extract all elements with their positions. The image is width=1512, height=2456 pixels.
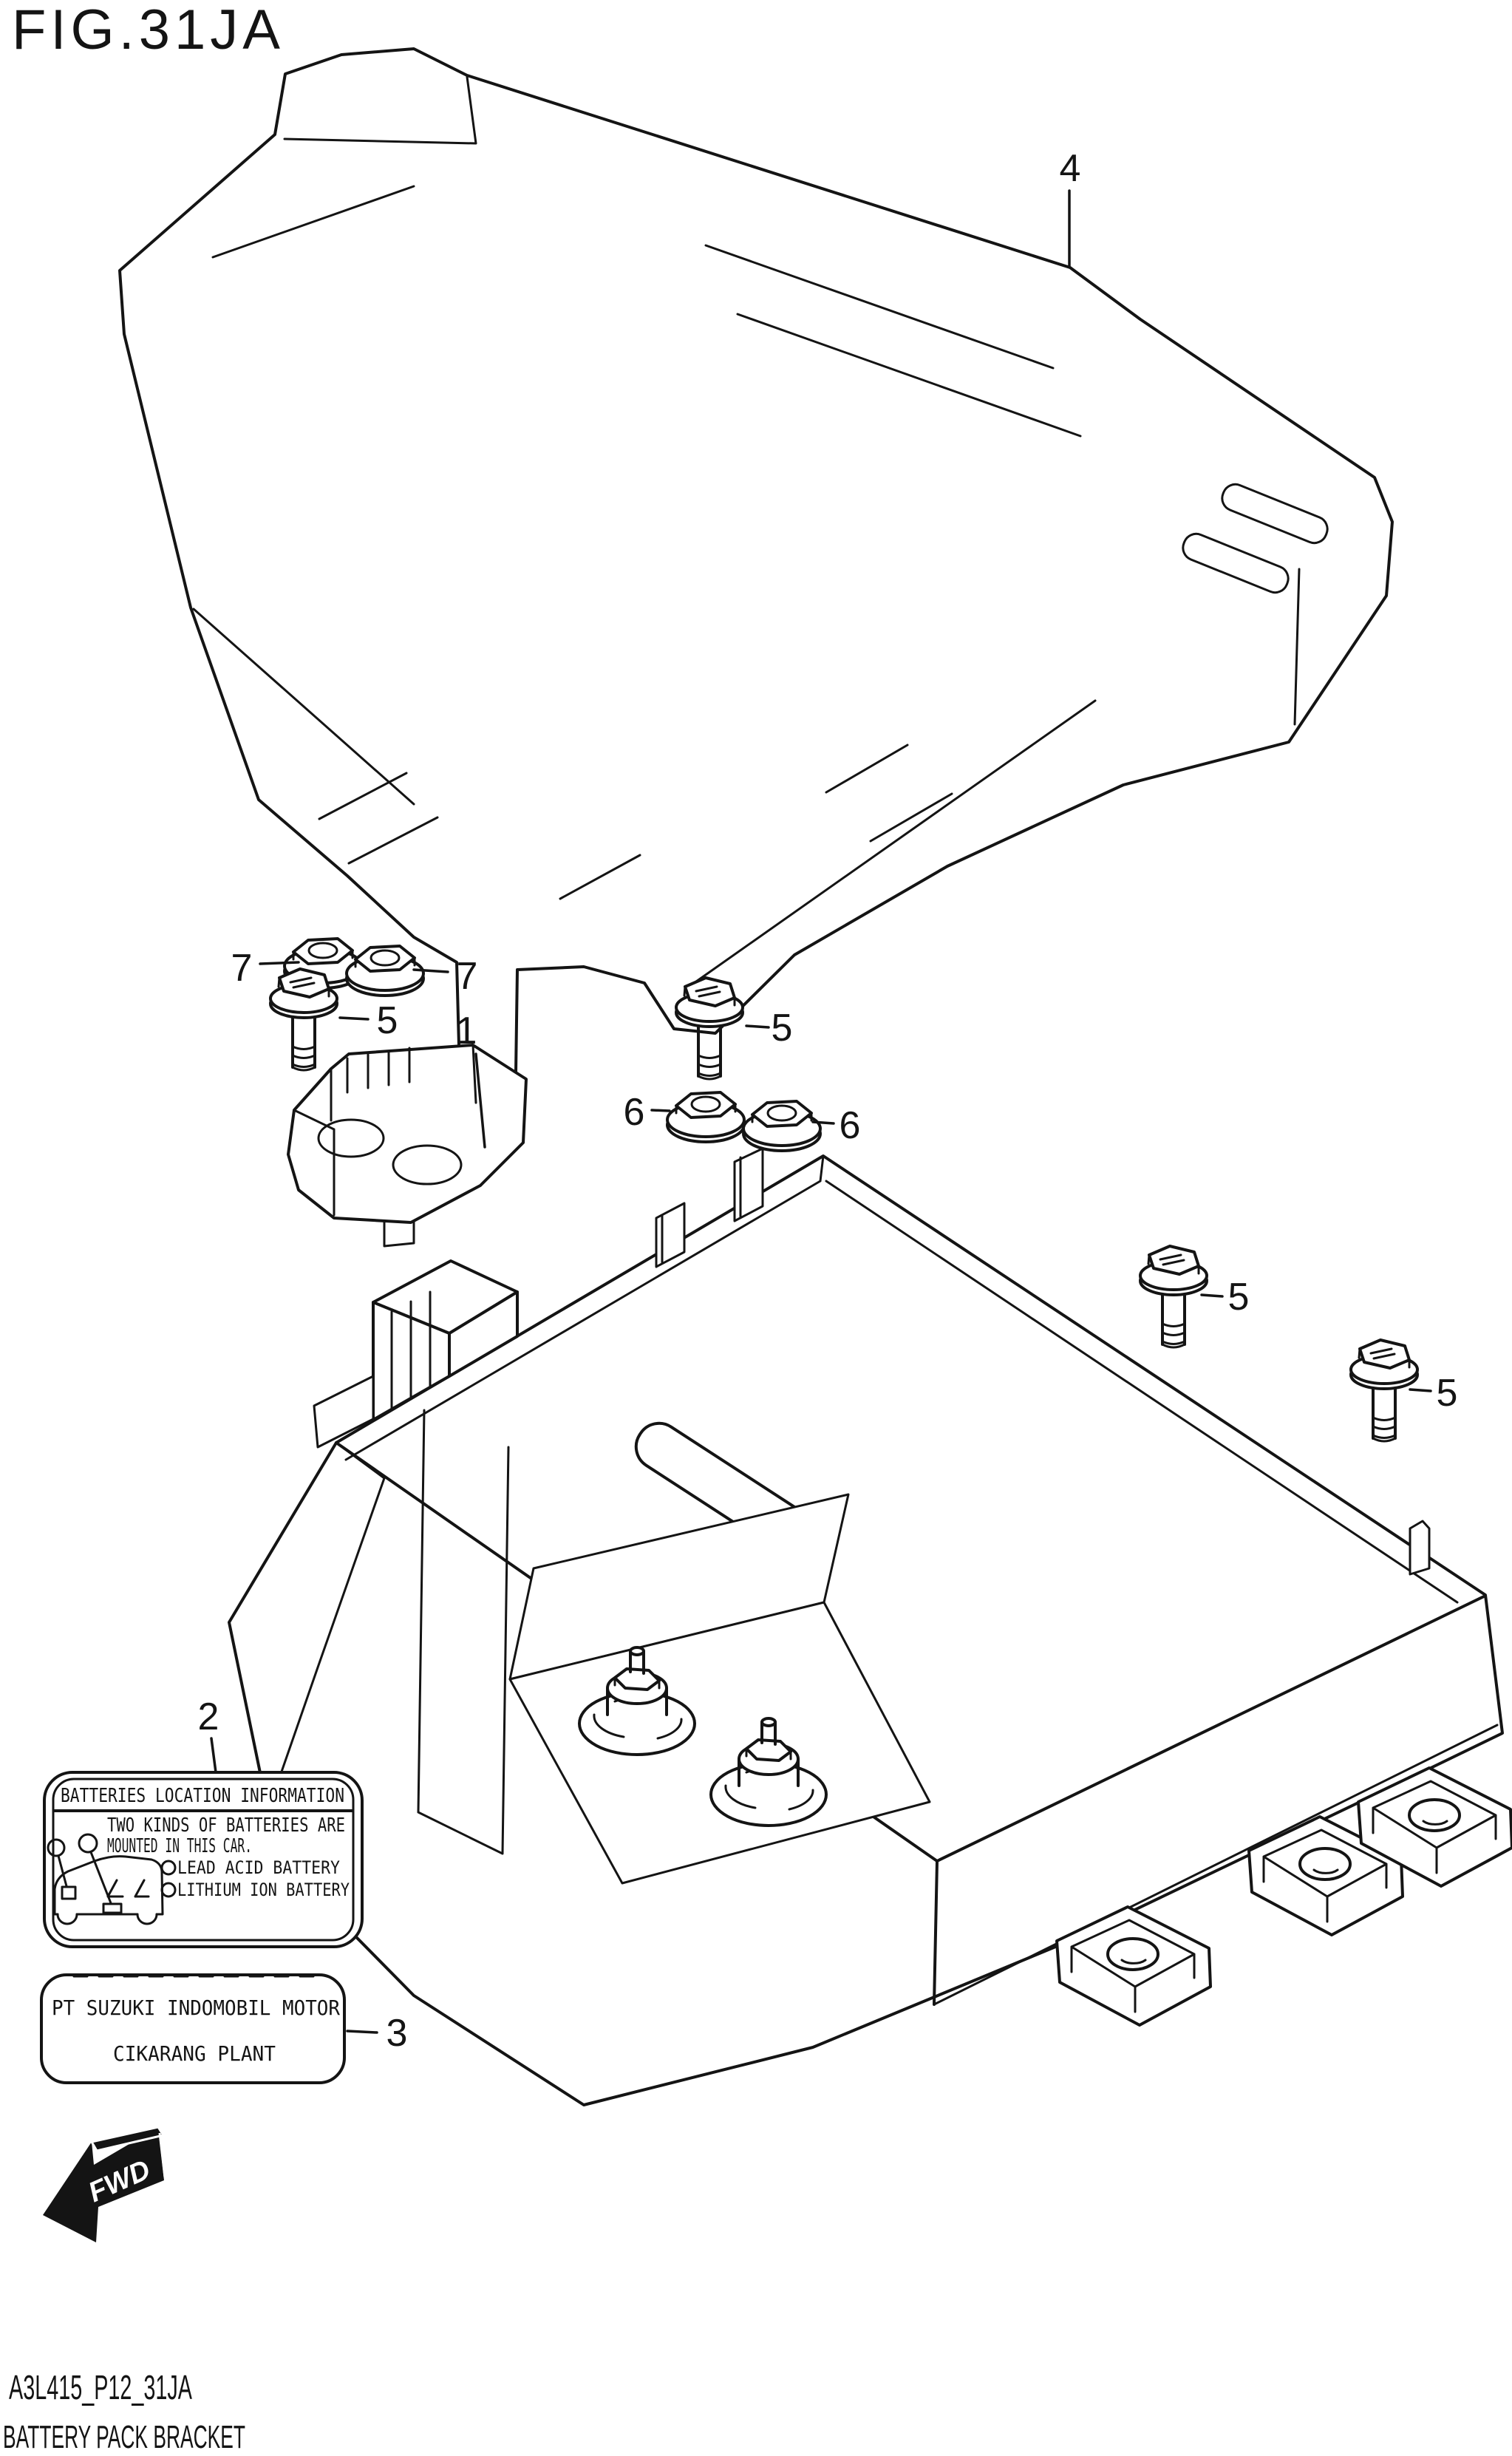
- batteries-label-item1: LEAD ACID BATTERY: [177, 1857, 340, 1878]
- car-callout-circle-1: [47, 1838, 66, 1857]
- leader-line-5-upper-right: [1200, 1293, 1224, 1298]
- cover-crease-lines: [192, 185, 1301, 983]
- footer-caption: BATTERY PACK BRACKET: [3, 2419, 245, 2455]
- leader-line-6-right: [811, 1120, 835, 1125]
- flange-nut-6-right: [742, 1100, 822, 1152]
- batteries-label-line2: MOUNTED IN THIS CAR.: [107, 1835, 252, 1857]
- plant-label: PT SUZUKI INDOMOBIL MOTOR CIKARANG PLANT: [40, 1973, 346, 2084]
- plant-label-line1: PT SUZUKI INDOMOBIL MOTOR: [52, 1996, 340, 2020]
- car-mid-battery-box: [102, 1902, 123, 1914]
- leader-line-1: [474, 1052, 486, 1149]
- fwd-arrow-body: [43, 2127, 164, 2242]
- bracket-outline: [287, 1044, 528, 1224]
- battery-type-bullet-1: [160, 1860, 177, 1876]
- terminal-platform: [508, 1601, 931, 1885]
- batteries-label-item2: LITHIUM ION BATTERY: [177, 1880, 350, 1900]
- callout-7-right: 7: [457, 955, 478, 998]
- figure-title: FIG.31JA: [12, 0, 285, 61]
- callout-6-right: 6: [840, 1104, 861, 1147]
- pack-left-wedge: [268, 1409, 510, 1855]
- footer-code: A3L415_P12_31JA: [9, 2368, 192, 2406]
- bracket-cup-2: [392, 1144, 463, 1186]
- callout-6-left: 6: [624, 1091, 645, 1134]
- callout-7-left: 7: [231, 947, 253, 990]
- leader-line-6-left: [650, 1109, 671, 1112]
- pack-right-tab: [1409, 1520, 1431, 1576]
- batteries-label-inner-border: [52, 1778, 355, 1942]
- callout-5-upper-right: 5: [1228, 1276, 1250, 1319]
- plant-label-line2: CIKARANG PLANT: [113, 2041, 276, 2066]
- callout-1: 1: [456, 1010, 477, 1052]
- flange-nut-6-left: [666, 1091, 746, 1143]
- leader-line-2: [210, 1737, 217, 1774]
- cover-plateau-edges: [283, 75, 477, 145]
- car-wheel-1: [56, 1913, 78, 1925]
- cover-outline: [118, 47, 1394, 1079]
- callout-5-lower-right: 5: [1437, 1372, 1458, 1415]
- cover-vent-slot-2: [1182, 532, 1290, 594]
- callout-4: 4: [1060, 147, 1081, 190]
- car-callout-circle-2: [78, 1833, 98, 1854]
- cover-vent-slot-1: [1221, 483, 1329, 545]
- flange-bolt-5-left: [269, 967, 338, 1072]
- bracket-fins: [293, 1044, 477, 1217]
- car-callout-line-1: [57, 1854, 68, 1888]
- leader-line-7-left: [259, 961, 300, 965]
- car-pictogram: [47, 1833, 164, 1925]
- callout-5-left: 5: [377, 999, 398, 1042]
- batteries-label-header: BATTERIES LOCATION INFORMATION: [61, 1785, 344, 1807]
- bracket-tab: [383, 1220, 415, 1248]
- bracket-part1: [287, 1044, 528, 1248]
- leader-line-7-right: [412, 968, 449, 973]
- batteries-location-label: BATTERIES LOCATION INFORMATION TWO KINDS…: [43, 1771, 364, 1948]
- flange-bolt-5-lower-right: [1349, 1338, 1419, 1443]
- batteries-label-line1: TWO KINDS OF BATTERIES ARE: [107, 1814, 345, 1837]
- flange-nut-7-right: [345, 945, 425, 997]
- callout-3: 3: [386, 2012, 408, 2055]
- battery-pack-body: [228, 1147, 1512, 2106]
- battery-pack-cover-part4: [118, 47, 1394, 1079]
- leader-line-5-left: [338, 1016, 370, 1021]
- plant-label-border: [40, 1973, 346, 2084]
- pack-connector-block: [313, 1259, 519, 1449]
- leader-line-5-middle: [745, 1024, 770, 1029]
- battery-type-bullet-2: [160, 1882, 177, 1898]
- fwd-direction-marker: FWD: [43, 2126, 166, 2242]
- fwd-arrow-top-face: [89, 2126, 166, 2152]
- callout-5-middle: 5: [772, 1007, 793, 1050]
- batteries-label-outer-border: [43, 1771, 364, 1948]
- pack-bottom-rail: [933, 1724, 1499, 2006]
- car-wheel-2: [136, 1913, 158, 1925]
- leader-line-3: [346, 2030, 378, 2034]
- car-front-battery-box: [61, 1885, 77, 1900]
- callout-2: 2: [198, 1695, 219, 1738]
- bracket-cup-1: [317, 1118, 385, 1158]
- cover-hatch-lines: [318, 744, 953, 900]
- leader-line-5-lower-right: [1409, 1388, 1432, 1392]
- fwd-arrow-end-edge: [158, 2132, 166, 2178]
- flange-bolt-5-upper-right: [1139, 1245, 1208, 1349]
- car-seat-glyphs: [106, 1879, 150, 1898]
